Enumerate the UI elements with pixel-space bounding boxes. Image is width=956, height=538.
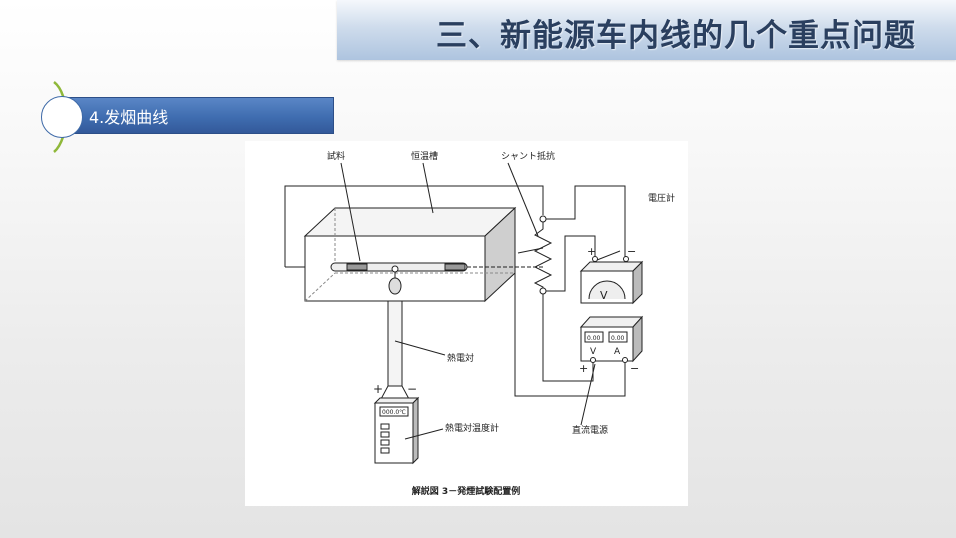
section-header-bar [62,97,334,134]
thermocouple-minus-sign: − [407,382,417,396]
dc-power-supply [579,315,644,426]
supply-plus-sign: + [579,362,588,375]
voltmeter-symbol: V [600,289,608,302]
supply-unit-a: A [614,347,621,357]
wire-shunt-to-voltmeter-plus [546,235,596,292]
label-thermometer: 熱電対温度計 [445,422,499,434]
label-bath: 恒温槽 [411,150,438,162]
voltmeter-minus-sign: − [627,245,636,258]
voltmeter [579,250,644,305]
leader-sample [340,162,361,262]
label-thermocouple: 熱電対 [447,352,474,364]
thermocouple-plus-sign: + [373,382,383,396]
slide-title: 三、新能源车内线的几个重点问题 [436,18,916,54]
thermocouple-probe [380,265,446,400]
leader-bath [422,162,434,214]
voltmeter-plus-sign: + [587,245,596,258]
wire-top-loop [284,185,544,267]
thermometer-readout: 000.0℃ [382,409,406,416]
section-label: 4.发烟曲线 [89,108,169,127]
thermocouple-thermometer [373,396,444,465]
label-sample: 試料 [327,150,345,162]
supply-unit-v: V [590,347,597,357]
wire-shunt-to-voltmeter-minus [546,185,626,258]
figure-panel: 試料 恒温槽 シャント抵抗 電圧計 熱電対 熱電対温度計 直流電源 V + − … [245,141,688,506]
label-shunt: シャント抵抗 [501,150,555,162]
label-dc-supply: 直流電源 [572,424,608,436]
sample-rod [330,262,468,272]
label-voltmeter: 電圧計 [648,192,675,204]
title-banner [337,0,956,60]
wire-supply-minus [514,267,626,397]
constant-temperature-bath [303,206,517,303]
section-bullet-circle [41,96,83,138]
smoke-test-diagram: 試料 恒温槽 シャント抵抗 電圧計 熱電対 熱電対温度計 直流電源 V + − … [284,150,675,497]
supply-minus-sign: − [630,362,639,375]
supply-voltage-readout: 0.00 [587,335,601,342]
supply-current-readout: 0.00 [611,335,625,342]
figure-caption: 解説図 3－発煙試験配置例 [412,485,520,497]
